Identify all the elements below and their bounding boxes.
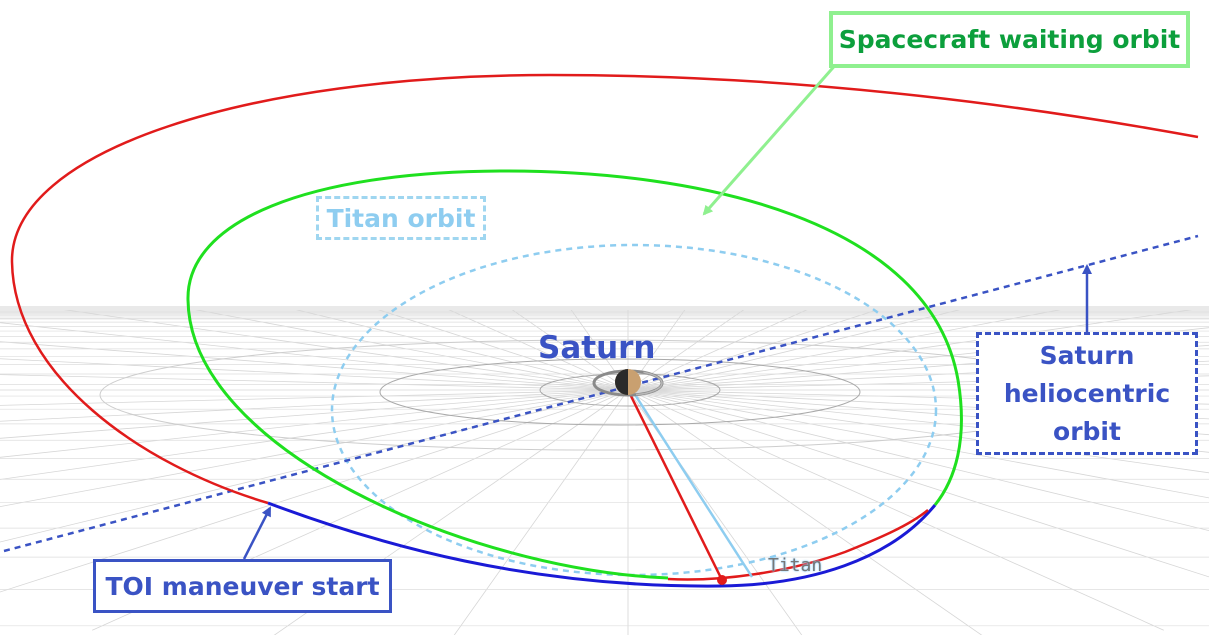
spacecraft-waiting-orbit (186, 169, 963, 580)
heliocentric-orbit-line (3, 234, 1199, 553)
grid-radial-line (453, 389, 629, 635)
grid-radial-line (0, 389, 629, 422)
grid-radial-line (0, 389, 629, 439)
grid-radial-line (63, 310, 629, 391)
grid-radial-line (448, 310, 629, 391)
grid-radial-line (627, 389, 1209, 453)
perspective-grid (0, 310, 1209, 635)
grid-radial-line (627, 310, 808, 391)
toi-label-box: TOI maneuver start (93, 559, 392, 613)
grid-radial-line (0, 341, 629, 391)
grid-radial-line (0, 358, 629, 391)
heliocentric-label-box: Saturn heliocentric orbit (976, 332, 1198, 455)
grid-radial-line (0, 322, 629, 391)
spacecraft-orbit-outer (10, 73, 1199, 505)
grid-radial-line (627, 389, 1209, 420)
waiting-orbit-label: Spacecraft waiting orbit (838, 25, 1181, 54)
titan-orbit-label: Titan orbit (326, 203, 476, 233)
spacecraft-radius-line (626, 389, 724, 581)
toi-periapsis-point (717, 575, 727, 585)
toi-arrow (242, 506, 272, 560)
grid-radial-line (627, 327, 1209, 391)
capture-arc (267, 501, 937, 588)
grid-radial-line (627, 344, 1209, 391)
saturn-label: Saturn (538, 330, 656, 366)
titan-label: Titan (768, 555, 823, 576)
titan-radius-line (630, 389, 754, 578)
waiting-orbit-label-box: Spacecraft waiting orbit (829, 11, 1190, 68)
grid-radial-line (627, 389, 1209, 436)
grid-radial-line (627, 310, 686, 391)
titan-orbit (330, 243, 938, 577)
grid-radial-line (627, 389, 1209, 474)
titan-orbit-label-box: Titan orbit (316, 196, 486, 240)
grid-radial-line (627, 389, 1209, 532)
grid-radial-line (0, 389, 629, 406)
grid-radial-line (295, 310, 629, 391)
waiting-orbit-arrow (702, 61, 840, 216)
saturn-planet-icon (592, 369, 664, 397)
grid-radial-line (627, 389, 983, 635)
grid-radial-line (627, 310, 1193, 391)
grid-radial-line (377, 310, 629, 391)
periapsis-red-arc (667, 509, 929, 581)
grid-radial-line (570, 310, 629, 391)
grid-radial-line (627, 310, 1061, 391)
grid-radial-line (627, 310, 879, 391)
grid-radial-line (511, 310, 629, 391)
grid-radial-line (627, 310, 745, 391)
grid-radial-line (627, 360, 1209, 391)
grid-radial-line (195, 310, 629, 391)
grid-radial-line (627, 389, 1209, 405)
grid-radial-line (627, 310, 961, 391)
horizon-band (0, 306, 1209, 320)
grid-radial-line (0, 389, 629, 480)
grid-radial-line (627, 389, 1164, 631)
toi-label: TOI maneuver start (105, 571, 380, 601)
heliocentric-label: Saturn heliocentric orbit (1003, 340, 1171, 446)
grid-radial-line (0, 389, 629, 508)
grid-radial-line (627, 389, 1209, 499)
